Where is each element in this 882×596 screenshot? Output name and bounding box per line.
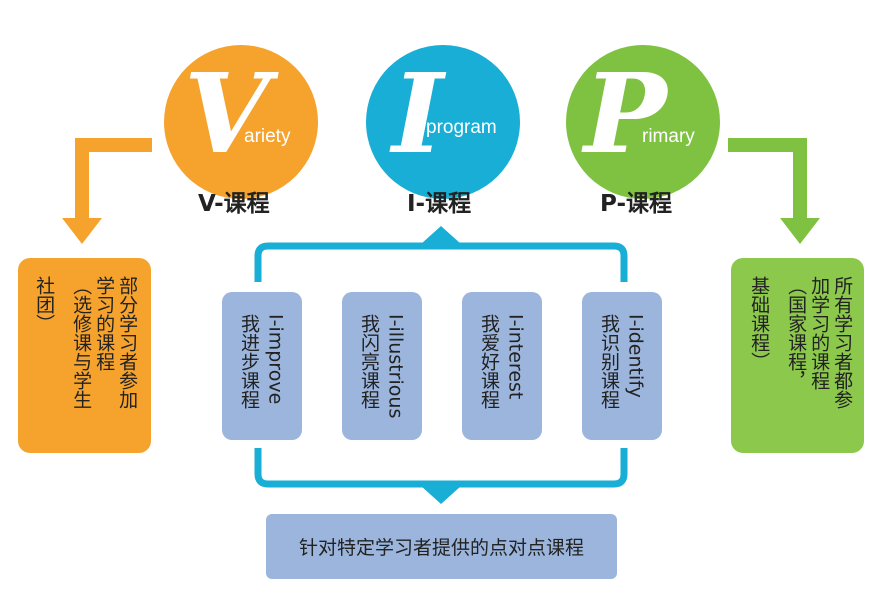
i-letter: I (392, 49, 444, 178)
p-letter: P (584, 49, 667, 178)
card-illustrious-cn: 我闪亮课程 (358, 314, 380, 409)
right-box-col1: 所有学习者都参 (831, 276, 854, 409)
left-box-col3: （选修课与学生 (70, 276, 93, 409)
bracket-bottom-arrow (421, 486, 461, 504)
i-circle: I program (366, 45, 520, 199)
left-box: 部分学习者参加 学习的课程 （选修课与学生 社团） (18, 258, 151, 453)
right-box-col2: 加学习的课程 (808, 276, 831, 390)
i-word: program (426, 117, 497, 138)
green-arrow (728, 138, 807, 220)
card-interest-en: I-interest (504, 314, 527, 400)
orange-arrow (75, 138, 152, 220)
p-caption: P-课程 (600, 191, 672, 217)
v-letter: V (184, 49, 270, 178)
card-identify-cn: 我识别课程 (598, 314, 620, 409)
v-caption: V-课程 (198, 191, 270, 217)
card-improve-cn: 我进步课程 (238, 314, 260, 409)
bracket-top (254, 242, 628, 282)
bracket-top-arrow (421, 226, 461, 244)
p-word: rimary (642, 126, 695, 147)
bracket-bottom (254, 448, 628, 488)
right-box-col4: 基础课程） (748, 276, 771, 371)
p-circle: P rimary (566, 45, 720, 199)
right-box-col3: （国家课程， (785, 276, 808, 390)
left-box-col1: 部分学习者参加 (116, 276, 139, 409)
v-circle: V ariety (164, 45, 318, 199)
orange-arrowhead (62, 218, 102, 244)
card-interest-cn: 我爱好课程 (478, 314, 500, 409)
right-box: 所有学习者都参 加学习的课程 （国家课程， 基础课程） (731, 258, 864, 453)
left-box-col2: 学习的课程 (93, 276, 116, 371)
v-word: ariety (244, 126, 291, 147)
green-arrowhead (780, 218, 820, 244)
card-identify-en: I-identify (624, 314, 647, 398)
bottom-label: 针对特定学习者提供的点对点课程 (266, 514, 617, 579)
left-box-col4: 社团） (33, 276, 56, 333)
card-illustrious-en: I-illustrious (384, 314, 407, 419)
card-improve-en: I-improve (264, 314, 287, 405)
i-caption: I-课程 (407, 191, 472, 217)
